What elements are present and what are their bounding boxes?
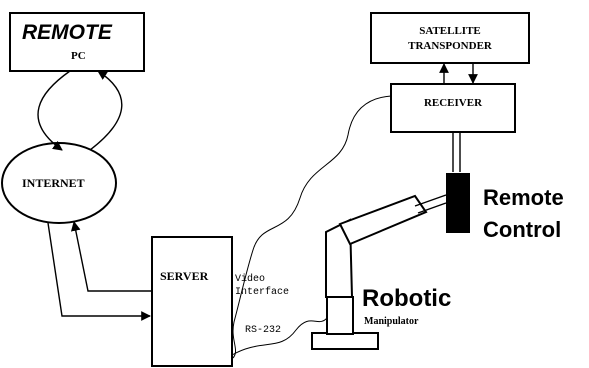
server-to-robot-cable bbox=[231, 317, 328, 356]
internet-to-server-arrow bbox=[47, 222, 151, 321]
remote-control-line1: Remote bbox=[483, 185, 564, 210]
receiver-node: RECEIVER bbox=[390, 83, 516, 133]
robotic-title: Robotic bbox=[362, 285, 451, 312]
remote-pc-title: REMOTE bbox=[22, 21, 113, 44]
server-node: SERVER bbox=[151, 236, 233, 367]
receiver-label: RECEIVER bbox=[424, 97, 483, 109]
internet-label: INTERNET bbox=[22, 176, 85, 190]
remote-pc-node: REMOTE PC bbox=[9, 12, 145, 72]
internet-node: INTERNET bbox=[1, 142, 117, 224]
satellite-line2: TRANSPONDER bbox=[408, 40, 493, 52]
remote-control-device bbox=[446, 173, 470, 233]
server-label: SERVER bbox=[160, 269, 209, 283]
internet-to-pc-arrow bbox=[89, 70, 123, 151]
robotic-manipulator-drawing bbox=[311, 194, 447, 350]
receiver-to-server-cable bbox=[232, 95, 392, 359]
video-interface-line1: Video bbox=[235, 273, 265, 285]
satellite-transponder-node: SATELLITE TRANSPONDER bbox=[370, 12, 530, 64]
satellite-line1: SATELLITE bbox=[419, 25, 481, 37]
remote-pc-subtitle: PC bbox=[71, 50, 86, 62]
remote-control-line2: Control bbox=[483, 217, 561, 242]
rs232-label: RS-232 bbox=[245, 325, 281, 336]
server-to-internet-arrow bbox=[70, 221, 152, 292]
pc-to-internet-arrow bbox=[37, 70, 71, 151]
video-interface-line2: Interface bbox=[235, 286, 289, 298]
robotic-subtitle: Manipulator bbox=[364, 316, 419, 327]
